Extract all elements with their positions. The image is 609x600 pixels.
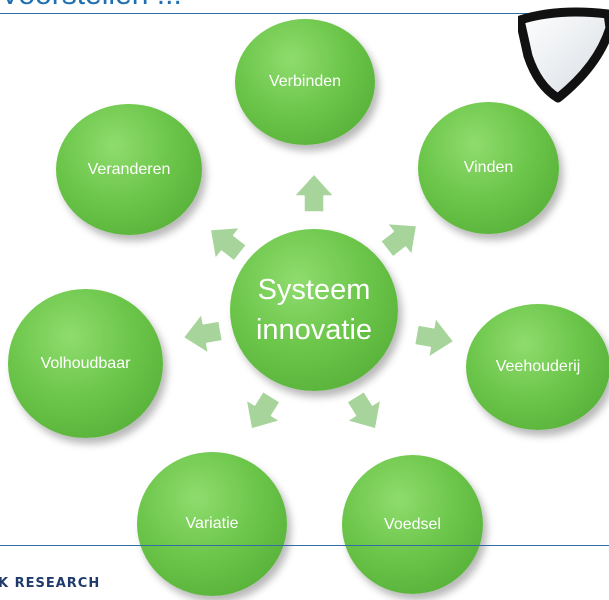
arrow-icon-to-verbinden [293,173,335,213]
node-veranderen: Veranderen [56,104,202,235]
arrow-icon-to-veehouderij [413,317,455,359]
node-variatie: Variatie [137,452,287,596]
center-line-2: innovatie [255,314,373,346]
node-veehouderij-label: Veehouderij [495,358,581,375]
node-veehouderij: Veehouderij [466,304,609,430]
title-divider [0,13,609,14]
node-volhoudbaar: Volhoudbaar [8,289,163,438]
node-vinden: Vinden [418,102,559,234]
arrow-icon-to-vinden [379,222,418,258]
node-vinden-label: Vinden [463,159,514,176]
arrow-icon-to-veranderen [209,226,248,262]
slide-title: Voorstellen ... [0,0,182,10]
node-verbinden: Verbinden [235,19,375,145]
glasses-icon [518,7,609,103]
node-variatie-label: Variatie [185,515,239,532]
arrow-icon-to-volhoudbaar [182,313,224,355]
footer-brand-logo: K RESEARCH [0,576,101,591]
node-volhoudbaar-label: Volhoudbaar [40,354,131,372]
node-systeem-innovatie: Systeem innovatie [230,229,398,391]
node-veranderen-label: Veranderen [87,160,171,178]
arrow-icon-to-variatie [245,390,281,430]
arrow-icon-to-voedsel [346,390,382,430]
node-verbinden-label: Verbinden [268,73,342,90]
node-voedsel-label: Voedsel [384,515,441,533]
center-line-1: Systeem [257,274,371,306]
bottom-divider [0,545,609,546]
node-voedsel: Voedsel [342,455,483,594]
